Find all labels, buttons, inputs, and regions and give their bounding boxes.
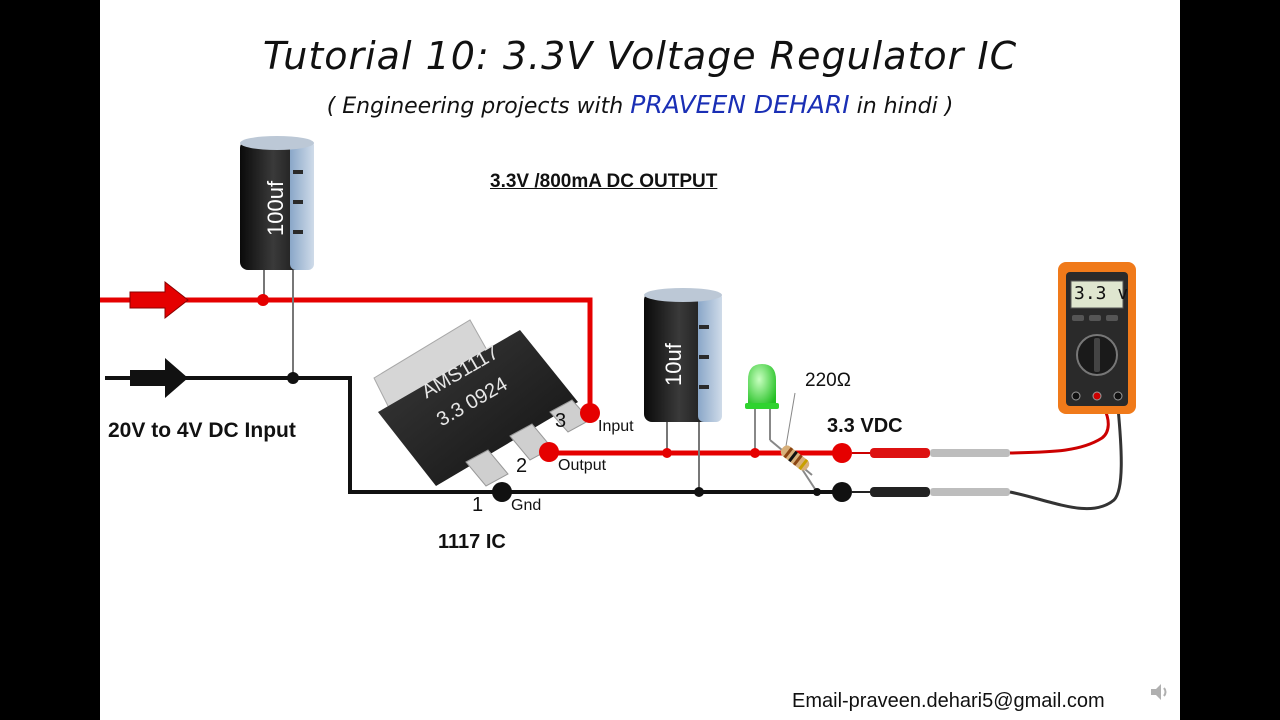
page-title: Tutorial 10: 3.3V Voltage Regulator IC bbox=[262, 34, 1018, 78]
multimeter bbox=[1058, 262, 1136, 414]
subtitle-close: in hindi ) bbox=[856, 94, 954, 119]
green-led bbox=[745, 364, 779, 453]
email-footer: Email-praveen.dehari5@gmail.com bbox=[792, 690, 1105, 712]
black-probe bbox=[852, 407, 1123, 510]
capacitor-10uf bbox=[644, 288, 722, 492]
pin-1-number: 1 bbox=[472, 494, 484, 516]
output-voltage-label: 3.3 VDC bbox=[827, 415, 903, 437]
speaker-icon bbox=[1151, 684, 1167, 700]
ground-wire bbox=[105, 376, 840, 494]
page-subtitle: ( Engineering projects with PRAVEEN DEHA… bbox=[100, 90, 1180, 119]
pin-1-name: Gnd bbox=[511, 497, 542, 514]
positive-input-arrow bbox=[129, 280, 189, 320]
red-probe bbox=[852, 407, 1110, 458]
pin-2-number: 2 bbox=[516, 455, 528, 477]
resistor-value-label: 220Ω bbox=[805, 370, 851, 391]
circuit-diagram bbox=[100, 136, 1136, 510]
pin-2-name: Output bbox=[558, 457, 607, 474]
subtitle-author: PRAVEEN DEHARI bbox=[630, 90, 850, 119]
ground-input-arrow bbox=[130, 358, 188, 398]
ic-caption: 1117 IC bbox=[438, 531, 506, 553]
pin-3-name: Input bbox=[598, 418, 634, 435]
resistor-220ohm bbox=[769, 392, 818, 493]
capacitor-10uf-label: 10uf bbox=[661, 343, 686, 386]
capacitor-100uf-label: 100uf bbox=[263, 180, 288, 236]
slide: Tutorial 10: 3.3V Voltage Regulator IC (… bbox=[100, 0, 1180, 720]
multimeter-display: 3.3 v bbox=[1074, 283, 1129, 304]
capacitor-100uf bbox=[240, 136, 314, 378]
input-range-label: 20V to 4V DC Input bbox=[108, 419, 296, 442]
pin-3-number: 3 bbox=[555, 410, 567, 432]
output-spec-label: 3.3V /800mA DC OUTPUT bbox=[490, 171, 718, 192]
subtitle-open: ( Engineering projects with bbox=[326, 94, 624, 119]
